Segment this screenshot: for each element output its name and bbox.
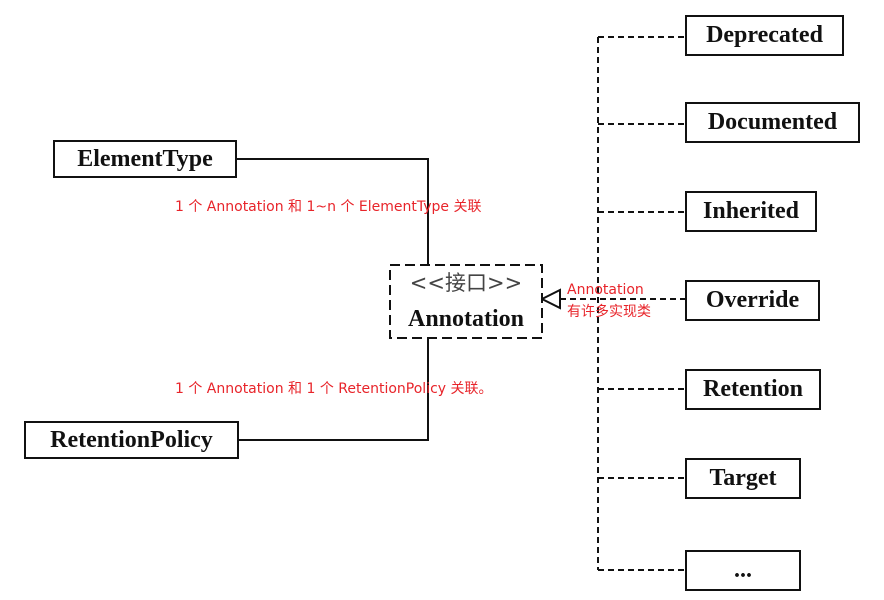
inherited-box	[685, 191, 817, 232]
ellipsis-box	[685, 550, 801, 591]
interface-stereotype: <<接口>>	[409, 271, 523, 295]
retention-policy-box	[24, 421, 239, 459]
realization-arrow-icon	[539, 288, 561, 310]
documented-box	[685, 102, 860, 143]
element-type-relation-note: 1 个 Annotation 和 1~n 个 ElementType 关联	[175, 199, 482, 215]
annotation-interface-box	[389, 264, 543, 339]
target-box	[685, 458, 801, 499]
retention-box	[685, 369, 821, 410]
element-type-association-line	[236, 158, 429, 265]
retention-policy-relation-note: 1 个 Annotation 和 1 个 RetentionPolicy 关联。	[175, 381, 493, 397]
override-box	[685, 280, 820, 321]
implementations-note-line2: 有许多实现类	[567, 304, 651, 320]
retention-policy-association-line	[238, 338, 429, 441]
deprecated-box	[685, 15, 844, 56]
implementations-note-line1: Annotation	[567, 282, 644, 298]
element-type-box	[53, 140, 237, 178]
